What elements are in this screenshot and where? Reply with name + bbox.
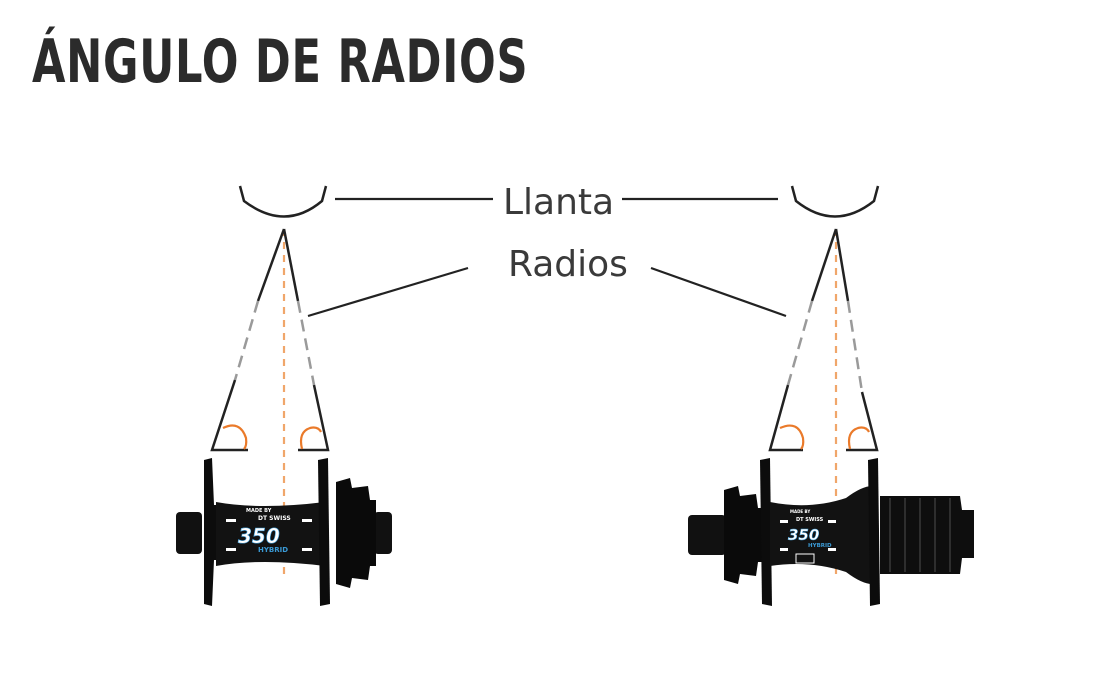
rear-rim-profile	[790, 185, 880, 218]
rear-hub-left-flange	[760, 458, 772, 606]
front-hub-line: HYBRID	[258, 546, 288, 554]
front-spoke-right-dashed	[296, 300, 316, 386]
rear-spoke-left-dashed	[786, 300, 814, 386]
page-title: ÁNGULO DE RADIOS	[32, 27, 529, 97]
rear-hub-accent	[780, 548, 788, 551]
rear-spoke-right-dashed	[846, 300, 864, 393]
rear-hub-accent	[828, 548, 836, 551]
rear-hub-right-flange	[868, 458, 880, 606]
front-spoke-right	[282, 228, 300, 302]
rear-hub: MADE BY DT SWISS 350 HYBRID	[688, 458, 974, 606]
rear-hub-left-cap	[688, 515, 726, 555]
front-angle-arc-left	[222, 424, 248, 450]
rim-label: Llanta	[503, 182, 614, 223]
front-hub-accent	[302, 548, 312, 551]
rear-hub-accent	[780, 520, 788, 523]
front-hub-model: 350	[238, 524, 280, 548]
spokes-leader-left	[307, 266, 469, 318]
rear-angle-arc-right	[847, 426, 870, 450]
front-hub-accent	[226, 548, 236, 551]
front-hub-left-flange	[204, 458, 218, 606]
spokes-leader-right	[650, 266, 787, 318]
front-hub-brand: DT SWISS	[258, 515, 291, 522]
rear-hub-accent	[828, 520, 836, 523]
front-hub-disc-mount	[336, 478, 376, 588]
front-hub-body	[216, 502, 325, 566]
rear-hub-body	[770, 486, 872, 584]
rear-spoke-right	[834, 228, 850, 302]
rear-hub-badge	[795, 553, 815, 564]
front-hub-accent	[302, 519, 312, 522]
rear-angle-arc-left	[779, 424, 805, 450]
spokes-label: Radios	[508, 244, 628, 285]
front-rim-profile	[238, 185, 328, 218]
front-spoke-right-lower	[298, 384, 330, 452]
front-hub: MADE BY DT SWISS 350 HYBRID	[176, 458, 392, 606]
rear-hub-madeby: MADE BY	[790, 509, 810, 514]
front-spoke-left-dashed	[233, 300, 260, 381]
rear-spoke-left	[810, 228, 838, 302]
rear-hub-line: HYBRID	[808, 543, 832, 549]
rear-spoke-left-lower	[768, 384, 803, 452]
front-angle-arc-right	[299, 426, 322, 450]
front-hub-accent	[226, 519, 236, 522]
rear-hub-model: 350	[788, 526, 819, 544]
front-wheel-geometry	[210, 185, 330, 578]
rear-spoke-right-lower	[846, 391, 879, 452]
front-spoke-left-lower	[210, 379, 248, 452]
rear-hub-disc-mount	[724, 486, 762, 584]
front-spoke-left	[256, 228, 286, 302]
front-hub-right-flange	[318, 458, 330, 606]
front-hub-left-cap	[176, 512, 202, 554]
front-hub-madeby: MADE BY	[246, 508, 272, 514]
front-hub-right-cap	[374, 512, 392, 554]
rear-hub-freehub	[880, 496, 974, 574]
rear-hub-brand: DT SWISS	[796, 517, 824, 523]
